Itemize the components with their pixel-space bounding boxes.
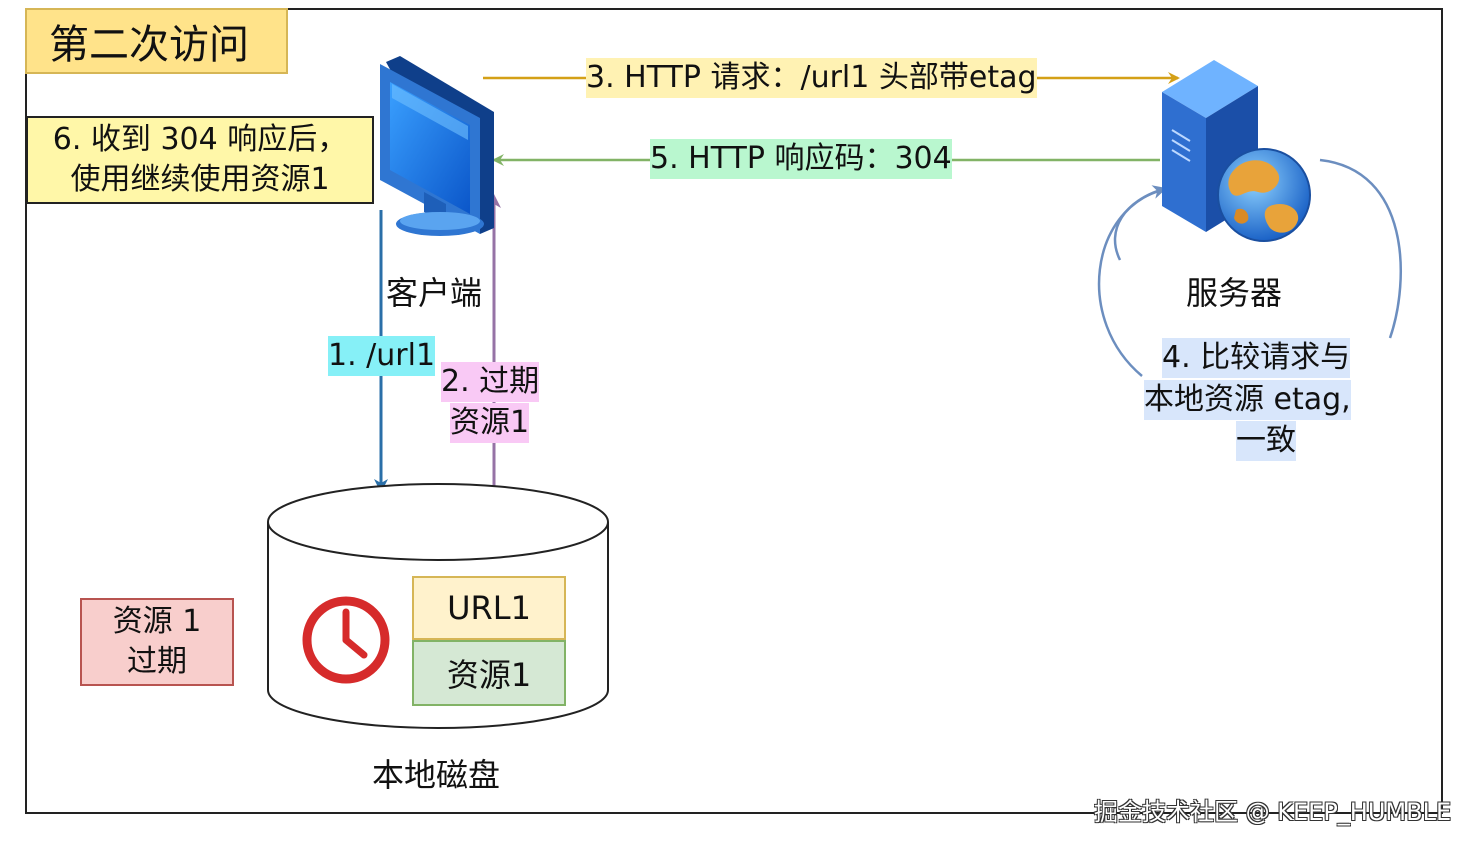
clock-icon	[302, 596, 390, 684]
watermark: 掘金技术社区 @ KEEP_HUMBLE	[1094, 798, 1452, 826]
expired-note: 资源 1 过期	[80, 598, 234, 686]
step4-label-line1: 4. 比较请求与	[1162, 338, 1351, 378]
diagram-title: 第二次访问	[25, 8, 288, 74]
step3-label: 3. HTTP 请求：/url1 头部带etag	[586, 58, 1037, 98]
server-label: 服务器	[1186, 274, 1283, 312]
step4-label-line2: 本地资源 etag,	[1144, 380, 1351, 420]
monitor-icon	[380, 56, 494, 236]
step1-label: 1. /url1	[328, 336, 436, 376]
step6-note: 6. 收到 304 响应后， 使用继续使用资源1	[26, 116, 374, 204]
diagram-frame	[25, 8, 1443, 814]
step6-line1: 6. 收到 304 响应后，	[52, 122, 348, 157]
expired-line2: 过期	[127, 644, 187, 679]
expired-line1: 资源 1	[112, 604, 202, 639]
cache-resource-cell: 资源1	[412, 640, 566, 706]
step2-label-line1: 2. 过期	[441, 362, 540, 402]
cache-url-cell: URL1	[412, 576, 566, 640]
disk-label: 本地磁盘	[372, 756, 501, 794]
step2-label-line2: 资源1	[450, 403, 530, 443]
globe-icon	[1217, 148, 1311, 242]
step6-line2: 使用继续使用资源1	[70, 162, 330, 197]
client-label: 客户端	[386, 274, 483, 312]
step4-label-line3: 一致	[1236, 421, 1296, 461]
step5-label: 5. HTTP 响应码：304	[650, 139, 952, 179]
compare-loop-arrowhead	[1113, 185, 1167, 261]
